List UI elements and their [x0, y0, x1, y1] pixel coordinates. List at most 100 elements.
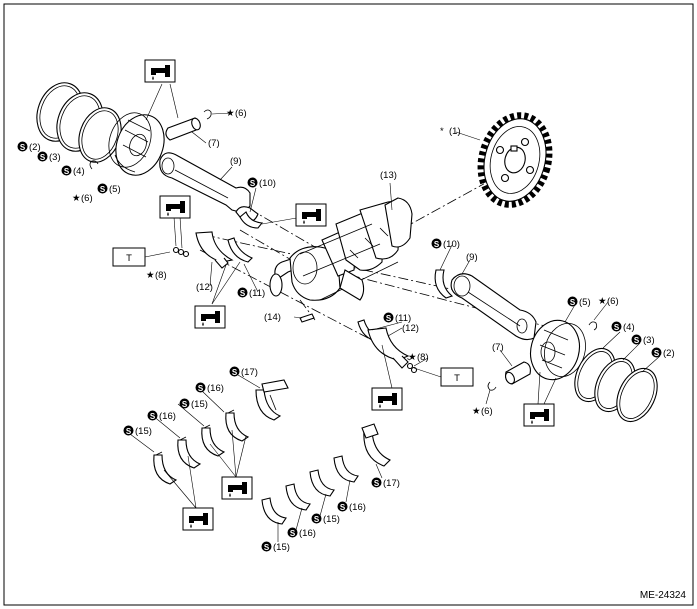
callout-label: (6): [235, 108, 247, 119]
callout-label: (12): [196, 282, 213, 293]
callout-label: (11): [395, 313, 411, 324]
spec-mark-icon: [337, 501, 348, 512]
spec-mark-letter: S: [654, 349, 660, 358]
piston-left: [108, 112, 165, 176]
callout-label: (5): [109, 184, 121, 195]
callout-label: (16): [299, 528, 316, 539]
callout-label: (9): [230, 156, 242, 167]
callout-label: (8): [155, 270, 167, 281]
spec-mark-letter: S: [250, 179, 256, 188]
spec-mark-letter: S: [570, 298, 576, 307]
spec-mark-letter: S: [20, 143, 26, 152]
piston-pin-right: [487, 321, 598, 391]
spec-mark-letter: S: [40, 153, 46, 162]
star-mark-icon: ★: [408, 352, 417, 363]
piston-rings-right: [574, 347, 658, 423]
doc-code: ME-24324: [640, 590, 687, 601]
main-bearings-upper-set: [153, 379, 289, 485]
spec-mark-icon: [179, 398, 190, 409]
spec-mark-letter: S: [150, 412, 156, 421]
oil-icon: [144, 59, 176, 83]
spec-mark-icon: [97, 183, 108, 194]
spec-mark-letter: S: [314, 515, 320, 524]
spec-mark-icon: [567, 296, 578, 307]
callout-label: (1): [449, 126, 461, 137]
spec-mark-letter: S: [182, 400, 188, 409]
spec-mark-icon: [651, 347, 662, 358]
torque-box-left: T: [112, 247, 171, 267]
oil-icon: [194, 305, 226, 329]
spec-mark-icon: [311, 513, 322, 524]
spec-mark-letter: S: [374, 479, 380, 488]
spec-mark-icon: [287, 527, 298, 538]
callout-label: (13): [380, 170, 397, 181]
callout-label: (16): [159, 411, 176, 422]
callout-label: (11): [249, 288, 265, 299]
spec-mark-letter: S: [64, 167, 70, 176]
oil-arrows: [145, 83, 557, 509]
callout-label: (15): [191, 399, 208, 410]
callout-label: (8): [417, 352, 429, 363]
spec-mark-letter: S: [198, 384, 204, 393]
callout-label: (17): [383, 478, 400, 489]
callout-label: (4): [623, 322, 635, 333]
spec-mark-icon: [611, 321, 622, 332]
star-mark-icon: ★: [146, 270, 155, 281]
rod-bearing-left-upper: [239, 211, 264, 229]
spec-mark-letter: S: [100, 185, 106, 194]
callout-label: (7): [208, 138, 220, 149]
spec-mark-icon: [431, 238, 442, 249]
asterisk-mark: *: [440, 126, 444, 137]
piston-right: [530, 319, 586, 381]
spec-mark-icon: [17, 141, 28, 152]
callout-label: (15): [323, 514, 340, 525]
callout-label: (16): [349, 502, 366, 513]
torque-label: T: [126, 253, 132, 264]
star-mark-icon: ★: [472, 406, 481, 417]
callout-label: (6): [607, 296, 619, 307]
diagram-frame: [3, 3, 694, 606]
spec-mark-icon: [123, 425, 134, 436]
callout-label: (7): [492, 342, 504, 353]
callout-label: (4): [73, 166, 85, 177]
torque-box-right: T: [413, 367, 474, 387]
star-mark-icon: ★: [598, 296, 607, 307]
oil-icon: [182, 507, 214, 531]
oil-icon: [159, 195, 191, 219]
rod-cap-left: [172, 231, 234, 269]
crank-key: [299, 313, 315, 323]
spec-mark-letter: S: [386, 314, 392, 323]
star-mark-icon: ★: [226, 108, 235, 119]
connecting-rod-right: [450, 273, 537, 341]
callout-label: (2): [663, 348, 675, 359]
callout-label: (3): [49, 152, 61, 163]
oil-icon: [221, 476, 253, 500]
spec-mark-icon: [261, 541, 272, 552]
rod-bearing-left-lower: [227, 237, 253, 263]
callout-label: (2): [29, 142, 41, 153]
spec-mark-letter: S: [290, 529, 296, 538]
callout-label: (15): [273, 542, 290, 553]
spec-mark-icon: [631, 334, 642, 345]
callouts: *(1)S(2)S(3)S(4)S(5)★(6)★(6)(7)(9)S(10)(…: [17, 108, 675, 553]
spec-mark-icon: [195, 382, 206, 393]
callout-label: (10): [259, 178, 276, 189]
spec-mark-icon: [371, 477, 382, 488]
callout-label: (14): [264, 312, 281, 323]
spec-mark-letter: S: [614, 323, 620, 332]
spec-mark-letter: S: [434, 240, 440, 249]
spec-mark-letter: S: [340, 503, 346, 512]
spec-mark-letter: S: [634, 336, 640, 345]
callout-label: (10): [443, 239, 460, 250]
spec-mark-icon: [383, 312, 394, 323]
oil-icon: [371, 387, 403, 411]
spec-mark-icon: [247, 177, 258, 188]
callout-label: (3): [643, 335, 655, 346]
piston-pin-left: [89, 109, 212, 170]
callout-label: (6): [81, 193, 93, 204]
torque-label: T: [454, 373, 460, 384]
callout-label: (17): [241, 367, 258, 378]
rod-cap-right: [367, 327, 418, 374]
